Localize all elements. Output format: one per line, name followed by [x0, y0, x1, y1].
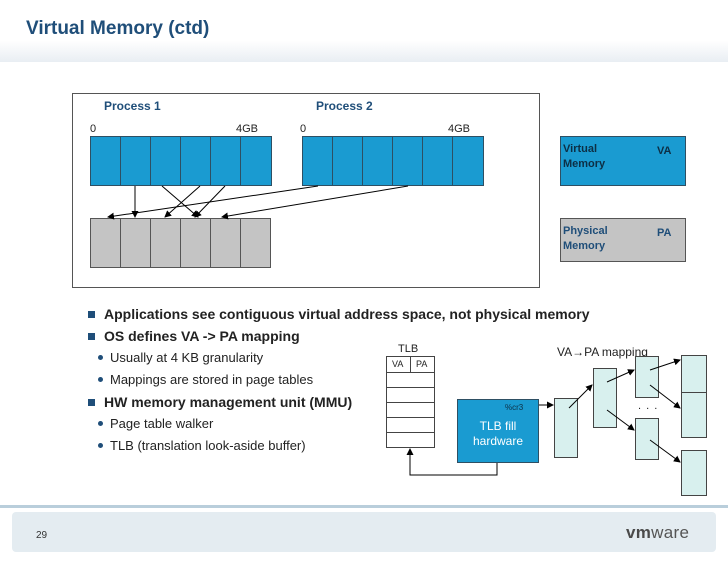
ellipsis: . . . [638, 400, 659, 412]
map-arrow [221, 185, 409, 220]
physical-page [120, 218, 151, 268]
square-bullet-icon [88, 398, 95, 406]
vmware-logo: vmware [626, 523, 690, 542]
page-table-leaf [681, 450, 707, 496]
page-table-level3 [635, 418, 659, 460]
sub-bullet-item: Usually at 4 KB granularity [86, 350, 646, 372]
virtual-page [362, 136, 393, 186]
legend-virtual-box [560, 136, 686, 186]
sub-bullet-item: Mappings are stored in page tables [86, 372, 646, 394]
bullet-item: HW memory management unit (MMU) [86, 394, 646, 416]
virtual-page [332, 136, 363, 186]
process2-tick-start: 0 [300, 123, 307, 135]
map-arrow [107, 185, 319, 220]
footer-divider [0, 505, 728, 508]
dot-bullet-icon [98, 421, 103, 427]
walk-arrow [649, 358, 681, 371]
dot-bullet-icon [98, 443, 103, 449]
tlb-col-pa: PA [416, 359, 428, 369]
page-table-level2 [593, 368, 617, 428]
tlb-col-va: VA [392, 359, 404, 369]
page-number: 29 [36, 530, 48, 541]
page-table-level3 [635, 356, 659, 398]
walk-arrow [606, 369, 635, 383]
physical-page [240, 218, 271, 268]
bullet-item: OS defines VA -> PA mapping [86, 328, 646, 350]
cr3-label: %cr3 [505, 403, 524, 412]
tlb-row [386, 432, 435, 448]
page-table-leaf [681, 392, 707, 438]
walk-arrow [649, 439, 681, 463]
slide-title: Virtual Memory (ctd) [26, 18, 210, 39]
square-bullet-icon [88, 310, 95, 318]
sub-bullet-item: Page table walker [86, 416, 646, 438]
physical-page [180, 218, 211, 268]
virtual-page [452, 136, 484, 186]
bullet-list: Applications see contiguous virtual addr… [86, 306, 646, 460]
bullet-item: Applications see contiguous virtual addr… [86, 306, 646, 328]
map-arrow [164, 185, 201, 218]
square-bullet-icon [88, 332, 95, 340]
walk-arrow [606, 409, 635, 431]
virtual-page [180, 136, 211, 186]
walk-arrow [649, 384, 681, 409]
virtual-page [240, 136, 272, 186]
tlb-fill-label: TLB fill hardware [472, 419, 524, 448]
dot-bullet-icon [98, 377, 103, 383]
dot-bullet-icon [98, 355, 103, 361]
legend-virtual-abbr: VA [657, 145, 672, 157]
process1-label: Process 1 [104, 99, 161, 113]
tlb-fill-arrow [406, 448, 498, 476]
legend-physical-box [560, 218, 686, 262]
map-arrow [161, 185, 199, 218]
virtual-page [90, 136, 121, 186]
footer-bar [12, 512, 716, 552]
tlb-label: TLB [398, 343, 419, 355]
legend-physical-abbr: PA [657, 227, 672, 239]
legend-physical-label: Physical Memory [563, 225, 608, 252]
walk-arrow [568, 384, 593, 409]
legend-virtual-label: Virtual Memory [563, 143, 606, 170]
physical-page [90, 218, 121, 268]
process2-tick-end: 4GB [448, 123, 471, 135]
process1-tick-end: 4GB [236, 123, 259, 135]
virtual-page [150, 136, 181, 186]
title-bar [0, 0, 728, 62]
va-pa-mapping-label: VA→PA mapping [557, 345, 648, 359]
sub-bullet-item: TLB (translation look-aside buffer) [86, 438, 646, 460]
process1-tick-start: 0 [90, 123, 97, 135]
tlb-fill-hardware-box [457, 399, 539, 463]
process2-label: Process 2 [316, 99, 373, 113]
page-table-root [554, 398, 578, 458]
virtual-page [392, 136, 423, 186]
physical-page [150, 218, 181, 268]
